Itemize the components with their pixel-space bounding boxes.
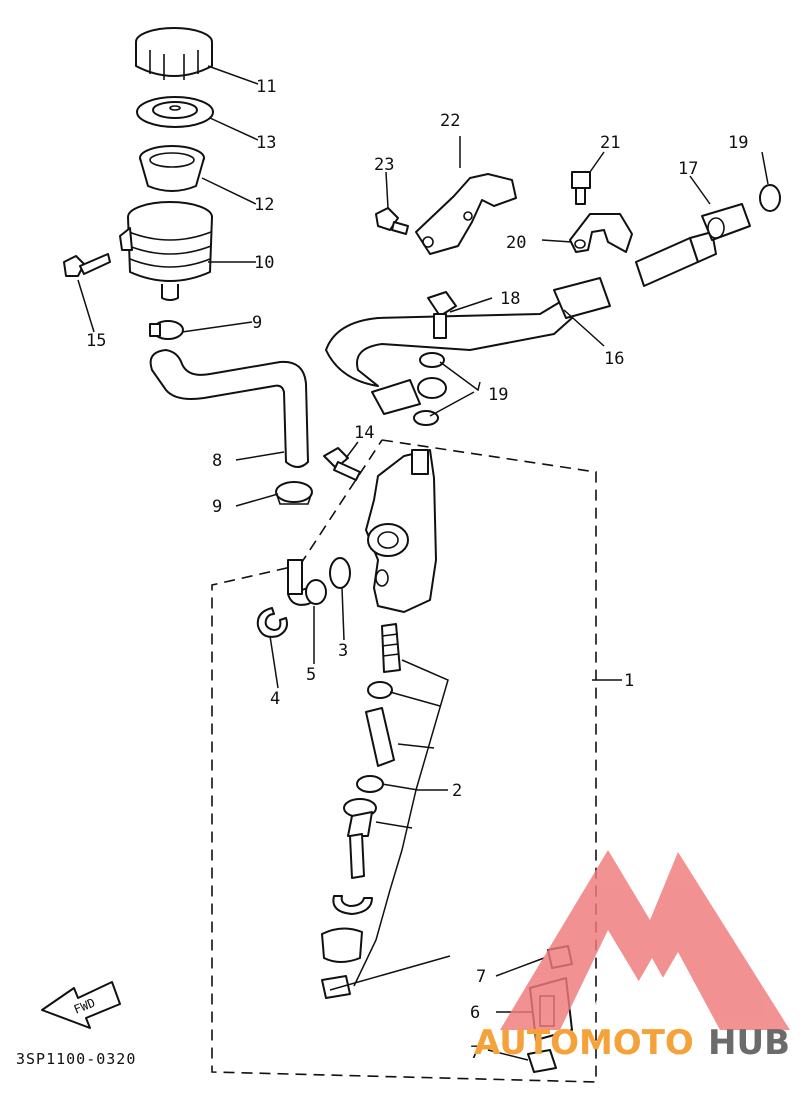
bracket-bolt xyxy=(375,207,409,235)
callout-7-lower: 7 xyxy=(470,1043,480,1063)
reservoir-screw xyxy=(63,253,111,277)
union-bolt xyxy=(427,291,457,339)
callout-16: 16 xyxy=(604,349,624,369)
hose-clamp-upper xyxy=(149,320,184,340)
diagram-code: 3SP1100-0320 xyxy=(16,1050,136,1068)
hose-clamp-bracket xyxy=(569,213,633,253)
leader-lines xyxy=(77,65,769,1061)
callout-1: 1 xyxy=(624,671,634,691)
hose-bracket xyxy=(415,173,517,255)
hose-union xyxy=(701,203,751,241)
banjo-fitting xyxy=(371,377,447,415)
piston-kit xyxy=(321,623,401,999)
reservoir-cap xyxy=(135,27,213,80)
watermark-text-accent: AUTOMOTO xyxy=(474,1023,694,1063)
lock-nut-lower xyxy=(527,1049,557,1073)
hose-joint xyxy=(287,559,327,606)
callout-14: 14 xyxy=(354,423,374,443)
callout-18: 18 xyxy=(500,289,520,309)
callout-6: 6 xyxy=(470,1003,480,1023)
callout-9-upper: 9 xyxy=(252,313,262,333)
washer-right xyxy=(759,184,781,212)
callout-2: 2 xyxy=(452,781,462,801)
callout-19-right: 19 xyxy=(728,133,748,153)
circlip xyxy=(256,607,288,638)
brake-hose xyxy=(325,301,573,387)
callout-12: 12 xyxy=(254,195,274,215)
o-ring xyxy=(329,557,351,589)
callout-4: 4 xyxy=(270,689,280,709)
callout-19-left: 19 xyxy=(488,385,508,405)
callout-17: 17 xyxy=(678,159,698,179)
hose-protector xyxy=(553,231,717,319)
callout-20: 20 xyxy=(506,233,526,253)
reservoir xyxy=(119,201,213,301)
diaphragm-plate xyxy=(136,96,214,128)
callout-7-upper: 7 xyxy=(476,967,486,987)
callout-3: 3 xyxy=(338,641,348,661)
cylinder-bolt xyxy=(323,447,361,481)
callout-23: 23 xyxy=(374,155,394,175)
hose-clamp-lower xyxy=(275,481,313,505)
washer-upper xyxy=(419,352,445,368)
callout-5: 5 xyxy=(306,665,316,685)
leader-lines-2 xyxy=(353,659,449,987)
callout-13: 13 xyxy=(256,133,276,153)
watermark-logo-mark xyxy=(500,850,790,1030)
master-cylinder-body xyxy=(365,449,437,613)
diaphragm xyxy=(139,145,205,192)
fwd-arrow xyxy=(41,981,121,1029)
clamp-screw xyxy=(571,171,591,205)
callout-22: 22 xyxy=(440,111,460,131)
callout-15: 15 xyxy=(86,331,106,351)
callout-9-lower: 9 xyxy=(212,497,222,517)
callout-8: 8 xyxy=(212,451,222,471)
assembly-boundary xyxy=(211,439,597,1083)
callout-10: 10 xyxy=(254,253,274,273)
watermark-text-dark: HUB xyxy=(708,1023,790,1063)
callout-11: 11 xyxy=(256,77,276,97)
reservoir-hose xyxy=(149,349,309,468)
callout-21: 21 xyxy=(600,133,620,153)
watermark-wordmark: AUTOMOTO HUB xyxy=(474,1023,790,1063)
